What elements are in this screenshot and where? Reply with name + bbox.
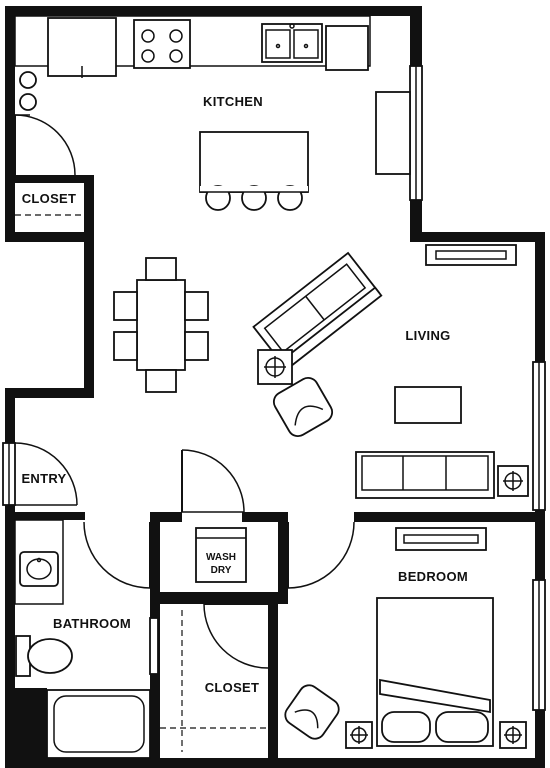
label-wash: WASH [206, 552, 236, 563]
kitchen-cabinet [375, 91, 411, 175]
loveseat [252, 251, 383, 371]
bathroom-door [83, 521, 151, 589]
vanity [14, 519, 64, 605]
label-bedroom: BEDROOM [398, 569, 468, 584]
label-closet-bedroom: CLOSET [205, 680, 260, 695]
label-living: LIVING [405, 328, 450, 343]
windows [409, 65, 546, 711]
dresser [395, 527, 487, 551]
coffee-table [394, 386, 462, 424]
side-table [497, 465, 529, 497]
armchair [272, 376, 334, 438]
kitchen-counter [14, 15, 371, 111]
nightstand-left [345, 721, 373, 749]
walls [5, 6, 545, 768]
closet-door [14, 114, 76, 176]
label-entry: ENTRY [21, 471, 66, 486]
bathtub [46, 689, 151, 759]
sofa [355, 451, 495, 499]
dining-table [113, 257, 209, 393]
kitchen-island [199, 131, 309, 211]
bedroom-chair [284, 684, 340, 740]
entry-door [2, 442, 78, 506]
nightstand-right [499, 721, 527, 749]
tv-console [425, 244, 517, 266]
bedroom-door [287, 521, 355, 589]
washer-dryer [195, 527, 247, 583]
bed [376, 597, 494, 747]
label-dry: DRY [211, 565, 232, 576]
label-bathroom: BATHROOM [53, 616, 131, 631]
bedroom-closet-door [203, 603, 269, 669]
laundry-door [181, 449, 245, 513]
label-kitchen: KITCHEN [203, 94, 263, 109]
towel-bar [149, 617, 159, 675]
toilet [15, 635, 73, 677]
end-table [257, 349, 293, 385]
room-labels: KITCHEN LIVING CLOSET ENTRY BATHROOM CLO… [21, 94, 468, 695]
label-closet-kitchen: CLOSET [22, 191, 77, 206]
